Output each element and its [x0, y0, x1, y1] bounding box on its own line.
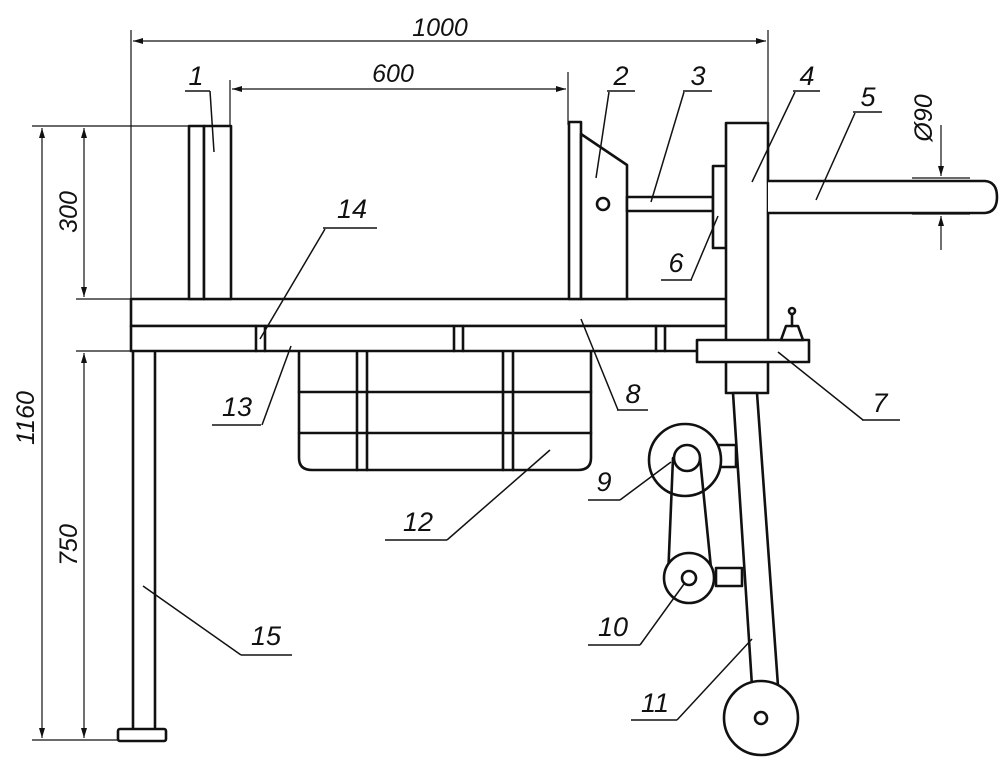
label-9-text: 9 — [596, 467, 611, 497]
label-9: 9 — [588, 461, 672, 501]
label-4-text: 4 — [799, 61, 814, 91]
label-15: 15 — [142, 585, 292, 656]
frame-8 — [129, 297, 729, 353]
label-11: 11 — [631, 638, 753, 721]
label-8-text: 8 — [625, 379, 640, 409]
leg-15 — [116, 323, 168, 743]
dim-shaft-diameter-text: Ø90 — [910, 94, 938, 142]
label-8: 8 — [580, 318, 648, 411]
shaft-5 — [766, 179, 999, 215]
label-7: 7 — [777, 351, 900, 421]
label-5: 5 — [815, 82, 882, 201]
label-1-text: 1 — [188, 61, 203, 91]
rod-3 — [625, 195, 715, 213]
label-4: 4 — [751, 61, 820, 183]
label-10-text: 10 — [598, 612, 628, 642]
label-6-text: 6 — [668, 248, 684, 278]
dim-overall-length-text: 1000 — [412, 14, 468, 42]
label-13-text: 13 — [222, 392, 252, 422]
label-15-text: 15 — [251, 621, 282, 651]
dim-total-height-text: 1160 — [12, 391, 40, 445]
label-14: 14 — [259, 194, 377, 340]
dim-top-height-text: 300 — [55, 191, 83, 233]
wedge-2 — [567, 120, 629, 301]
label-1: 1 — [185, 61, 215, 153]
dimension-overall-length: 1000 — [130, 14, 769, 300]
label-11-text: 11 — [641, 688, 669, 718]
handle-11 — [714, 391, 780, 688]
dim-inner-length-text: 600 — [372, 60, 414, 88]
basket-12 — [297, 339, 593, 472]
label-5-text: 5 — [860, 82, 876, 112]
dimension-total-height: 1160 — [12, 125, 192, 741]
flange-6 — [711, 164, 728, 250]
dimension-inner-length: 600 — [229, 60, 569, 125]
stop-plate-1 — [187, 124, 233, 301]
label-7-text: 7 — [872, 388, 888, 418]
dimension-top-height: 300 — [55, 128, 132, 300]
label-2: 2 — [595, 61, 635, 179]
label-3: 3 — [650, 61, 712, 203]
label-10: 10 — [588, 583, 685, 646]
label-12-text: 12 — [403, 507, 433, 537]
dim-leg-height-text: 750 — [55, 524, 83, 566]
label-3-text: 3 — [690, 61, 705, 91]
label-14-text: 14 — [337, 194, 367, 224]
pump-7 — [695, 306, 811, 364]
belt-drive — [662, 443, 716, 605]
label-6: 6 — [661, 215, 719, 281]
label-13: 13 — [212, 345, 292, 426]
dimension-leg-height: 750 — [55, 350, 132, 738]
label-12: 12 — [385, 449, 551, 541]
label-2-text: 2 — [612, 61, 628, 91]
dimension-shaft-diameter: Ø90 — [910, 94, 970, 250]
ground-wheel — [722, 679, 800, 757]
